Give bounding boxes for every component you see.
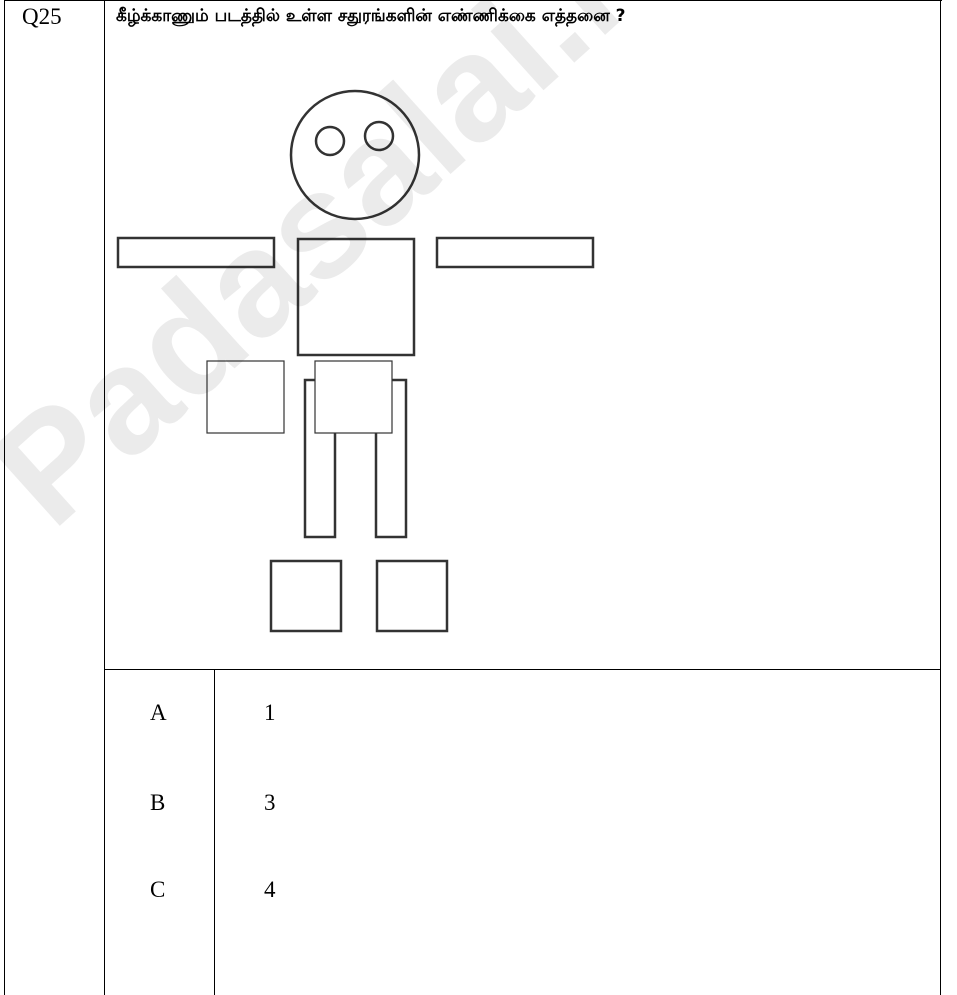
right-foot-square <box>377 561 447 631</box>
option-a-value: 1 <box>264 700 276 726</box>
right-hand-square <box>315 361 392 433</box>
option-c-value: 4 <box>264 877 276 903</box>
right-arm-rect <box>437 238 593 267</box>
option-c-letter: C <box>150 877 165 903</box>
left-foot-square <box>271 561 341 631</box>
body-square <box>298 239 414 355</box>
head-circle <box>291 91 419 219</box>
left-arm-rect <box>118 238 274 267</box>
left-eye-circle <box>316 127 344 155</box>
option-a-letter: A <box>150 700 167 726</box>
option-b-value: 3 <box>264 790 276 816</box>
right-eye-circle <box>365 122 393 150</box>
left-hand-square <box>207 361 284 433</box>
option-b-letter: B <box>150 790 165 816</box>
